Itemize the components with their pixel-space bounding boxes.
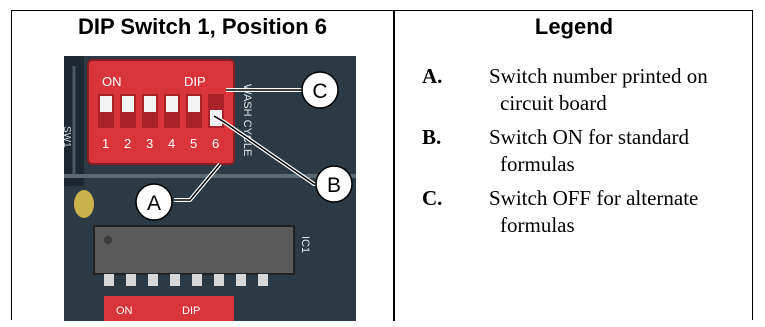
board-illustration: ON DIP 1 2 3 4 (61, 56, 356, 321)
svg-text:5: 5 (190, 136, 197, 151)
lower-on-label: ON (116, 305, 133, 317)
switch-label-bottom: SW1 (64, 126, 72, 148)
lower-dip-label: DIP (182, 305, 200, 317)
switch-3-lever (144, 96, 156, 112)
figure-frame: DIP Switch 1, Position 6 Legend ON DIP (11, 10, 753, 321)
legend-letter: C. (422, 186, 443, 210)
switch-1-lever (100, 96, 112, 112)
legend-letter: A. (422, 64, 443, 88)
photo-title: DIP Switch 1, Position 6 (78, 14, 327, 39)
board-text: WASH CYCLE (241, 84, 253, 156)
capacitor (74, 190, 94, 218)
svg-text:A: A (147, 192, 161, 215)
switch-numbers: 1 2 3 4 5 6 (102, 136, 219, 151)
circuit-board-photo: ON DIP 1 2 3 4 (61, 56, 356, 321)
legend-text-line1: Switch OFF for alternate (489, 186, 699, 210)
legend-text-line2: formulas (500, 213, 575, 237)
switch-4-lever (166, 96, 178, 112)
svg-text:3: 3 (146, 136, 153, 151)
callout-a-leader (174, 163, 221, 201)
svg-text:4: 4 (168, 136, 175, 151)
switch-dip-label: DIP (184, 74, 206, 89)
svg-text:B: B (327, 174, 341, 197)
callout-c: C (301, 71, 339, 109)
legend-title: Legend (534, 14, 614, 39)
legend-text-line2: formulas (500, 152, 575, 176)
ic-label: IC1 (299, 236, 311, 253)
legend-text-line1: Switch ON for standard (489, 125, 690, 149)
column-divider (393, 11, 395, 321)
lower-dip-switch (104, 296, 234, 321)
ic-pins (104, 274, 268, 286)
callout-a: A (135, 183, 173, 221)
legend-letter: B. (422, 125, 442, 149)
svg-text:1: 1 (102, 136, 109, 151)
legend-text-line1: Switch number printed on (489, 64, 708, 88)
switch-2-lever (122, 96, 134, 112)
ic-chip (94, 226, 294, 274)
svg-text:6: 6 (212, 136, 219, 151)
callout-b: B (315, 165, 353, 203)
svg-text:2: 2 (124, 136, 131, 151)
svg-text:C: C (312, 80, 327, 103)
switch-5-lever (188, 96, 200, 112)
switch-on-label: ON (102, 74, 122, 89)
dip-switch-body (88, 60, 234, 164)
legend-text-line2: circuit board (500, 91, 607, 115)
